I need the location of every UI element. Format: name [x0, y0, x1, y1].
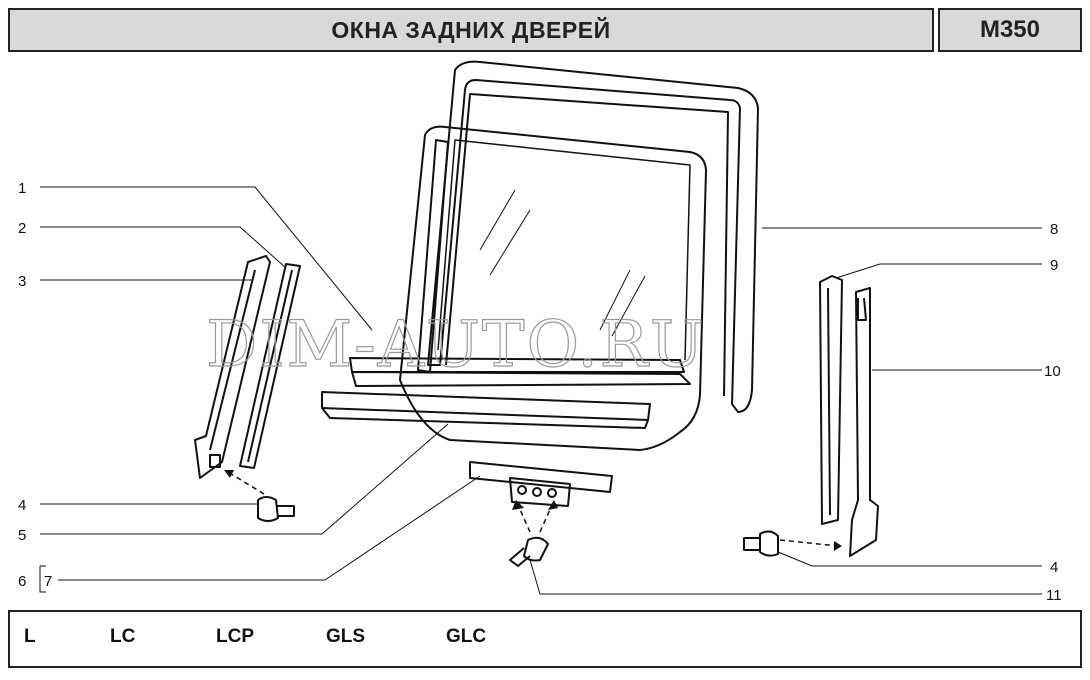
section-code-box: M350 [938, 8, 1082, 52]
callout-10: 10 [1044, 363, 1061, 380]
door-glass [399, 125, 707, 451]
callout-5: 5 [18, 527, 26, 544]
page-title: ОКНА ЗАДНИХ ДВЕРЕЙ [331, 16, 611, 43]
page-title-box: ОКНА ЗАДНИХ ДВЕРЕЙ [8, 8, 934, 52]
header: ОКНА ЗАДНИХ ДВЕРЕЙ M350 [8, 8, 1082, 54]
assembly-arrows [227, 471, 839, 547]
sill-strip [321, 391, 651, 429]
trim-level-l: L [24, 626, 36, 647]
glass-run-channel [349, 139, 691, 387]
screw-right [743, 530, 779, 557]
trim-level-lc: LC [110, 626, 136, 647]
callout-9: 9 [1050, 257, 1058, 274]
trim-level-glc: GLC [446, 626, 487, 647]
trim-level-bar: L LC LCP GLS GLC [8, 610, 1082, 668]
section-code: M350 [979, 16, 1041, 43]
callout-4-right: 4 [1050, 559, 1058, 576]
parts-diagram: DIM-AUTO.RU 1 2 3 4 5 6 7 8 9 10 4 11 [18, 60, 1062, 604]
left-rear-channel [194, 255, 301, 479]
callout-1: 1 [18, 180, 26, 197]
callout-6: 6 [18, 573, 26, 590]
screw-left [257, 496, 295, 522]
callout-2: 2 [18, 220, 26, 237]
lower-glass-bracket [469, 461, 613, 507]
right-rear-channel [819, 275, 879, 557]
watermark-text: DIM-AUTO.RU [206, 308, 706, 382]
callout-8: 8 [1050, 221, 1058, 238]
trim-level-gls: GLS [326, 626, 366, 647]
door-frame-seal [427, 60, 759, 413]
screw-center [509, 536, 549, 567]
callout-11: 11 [1046, 587, 1062, 604]
callout-labels: 1 2 3 4 5 6 7 8 9 10 4 11 [18, 180, 1062, 604]
leader-lines [39, 186, 1042, 595]
callout-3: 3 [18, 273, 26, 290]
callout-4-left: 4 [18, 497, 26, 514]
trim-level-lcp: LCP [216, 626, 254, 647]
callout-7: 7 [44, 573, 52, 590]
